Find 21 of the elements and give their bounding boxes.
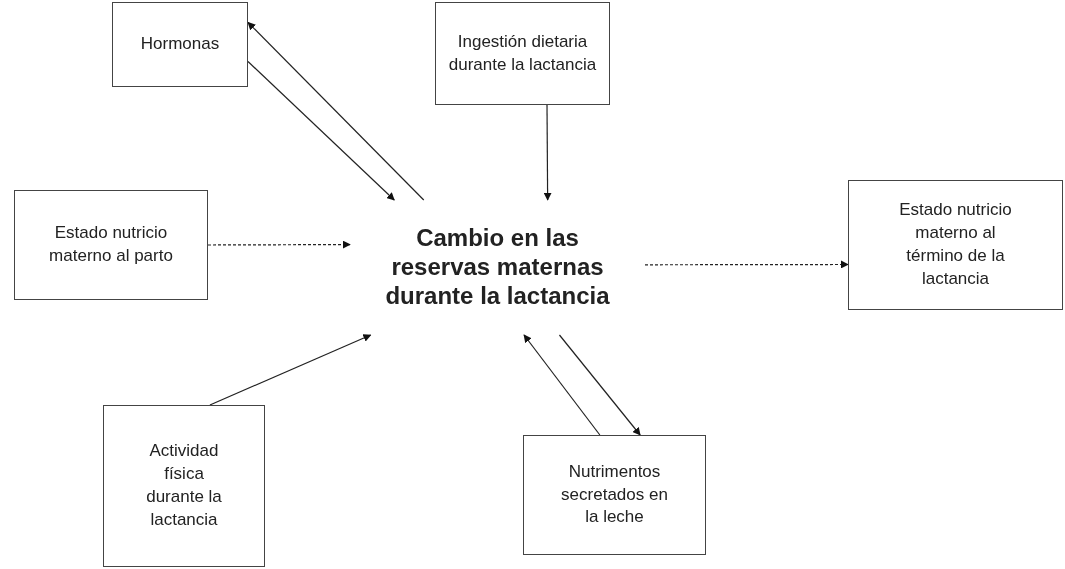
text-box — [848, 180, 1063, 310]
arrow — [644, 260, 849, 269]
arrow — [209, 334, 372, 406]
text-box — [14, 190, 208, 300]
box-label: Estado nutricio materno al término de la lactancia — [898, 199, 1013, 290]
text-box — [435, 2, 610, 105]
box-label: Hormonas — [140, 33, 220, 56]
arrow — [558, 334, 641, 436]
text-box — [103, 405, 265, 567]
box-label: Ingestión dietaria durante la lactancia — [447, 30, 598, 76]
arrow — [207, 240, 351, 249]
text-box — [523, 435, 706, 555]
box-label: Nutrimentos secretados en la leche — [560, 460, 669, 529]
central-concept-label: Cambio en las reservas maternas durante la lactancia — [384, 224, 611, 311]
arrow — [247, 21, 425, 201]
box-label: Actividad física durante la lactancia — [145, 440, 223, 531]
arrow — [543, 104, 552, 201]
arrow — [247, 60, 395, 201]
arrow — [523, 334, 601, 436]
text-box — [112, 2, 248, 87]
box-label: Estado nutricio materno al parto — [48, 222, 174, 267]
